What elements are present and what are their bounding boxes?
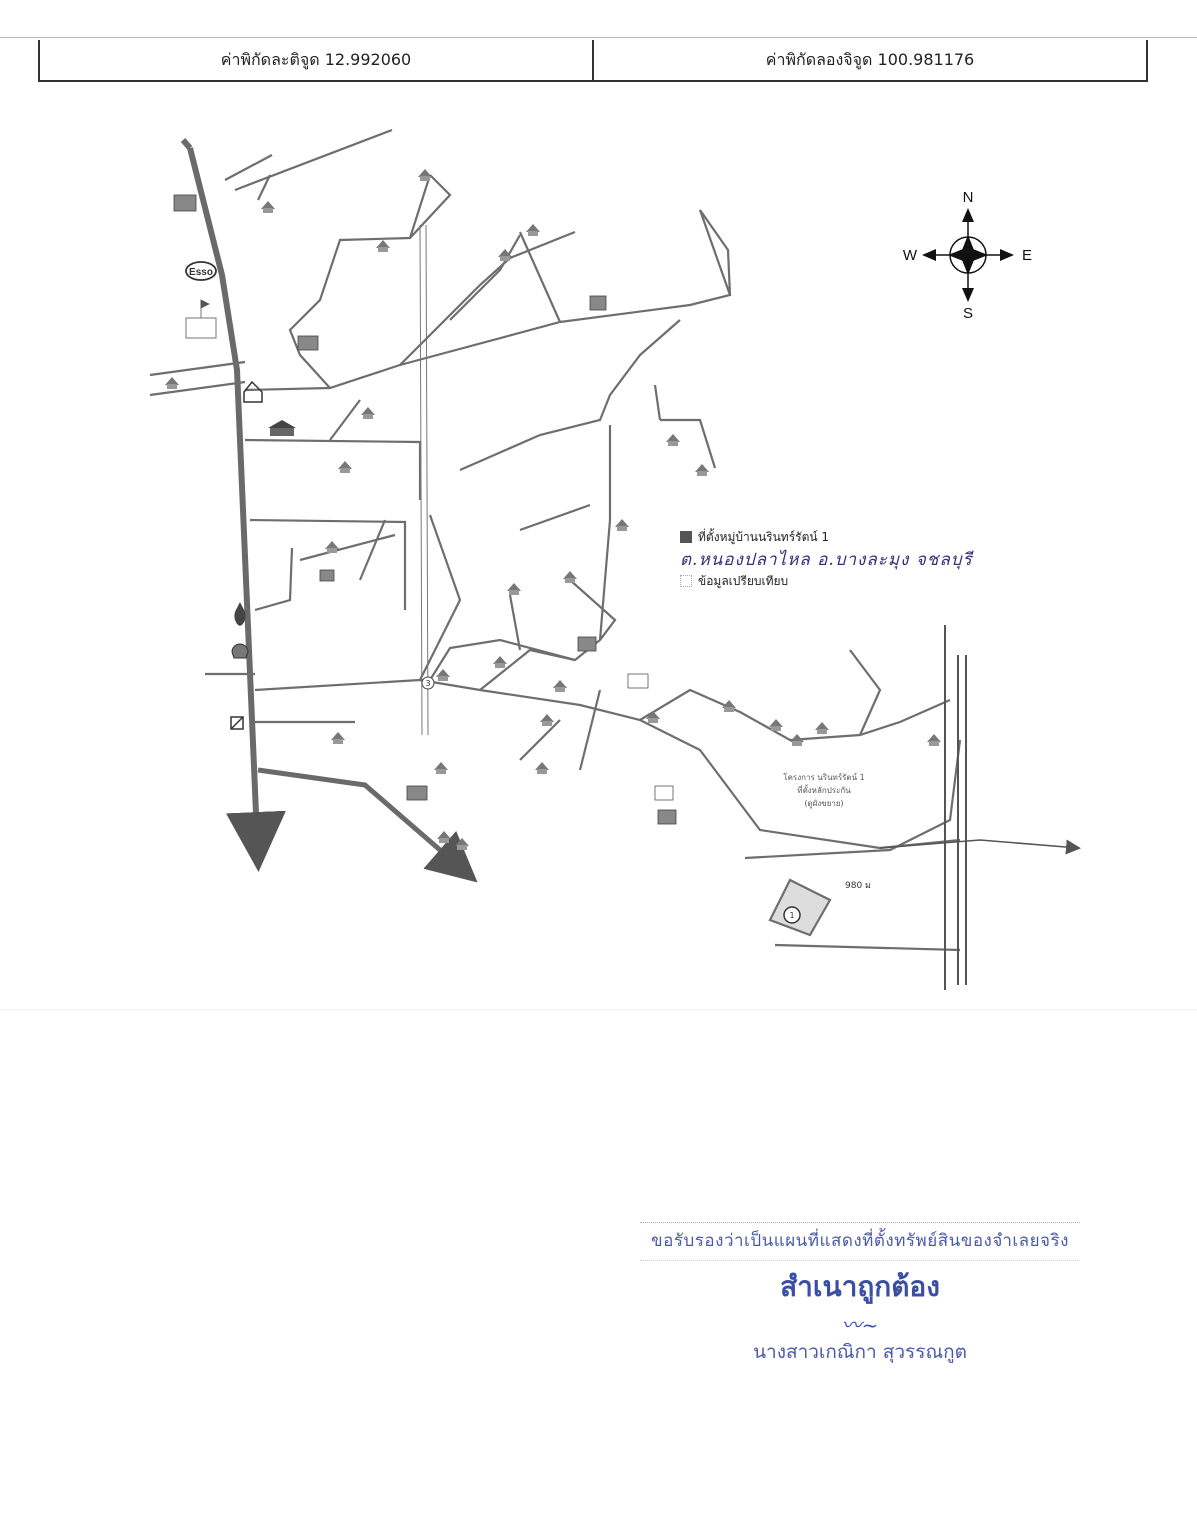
certification-stamp: ขอรับรองว่าเป็นแผนที่แสดงที่ตั้งทรัพย์สิ… <box>640 1222 1080 1367</box>
compass-east: E <box>1022 247 1032 264</box>
legend-location-swatch <box>680 531 692 543</box>
east-highway <box>944 625 967 990</box>
esso-logo: Esso <box>185 261 217 281</box>
legend-comparison-swatch <box>680 575 692 587</box>
stamp-name: นางสาวเกณิกา สุวรรณกูต <box>753 1341 967 1363</box>
junction-circle <box>421 676 435 690</box>
esso-text: Esso <box>189 267 213 278</box>
legend-comparison-row: ข้อมูลเปรียบเทียบ <box>680 572 973 590</box>
legend-location-label: ที่ตั้งหมู่บ้านนรินทร์รัตน์ 1 <box>698 529 830 544</box>
east-road <box>879 839 1081 855</box>
compass-south: S <box>963 305 973 322</box>
shell-logo <box>231 643 249 659</box>
handwritten-location: ต.หนองปลาไหล อ.บางละมุง จชลบุรี <box>680 549 973 570</box>
station-square-icon <box>230 716 244 730</box>
ptt-logo <box>234 602 246 626</box>
legend-location-row: ที่ตั้งหมู่บ้านนรินทร์รัตน์ 1 <box>680 528 973 546</box>
stamp-certify-text: ขอรับรองว่าเป็นแผนที่แสดงที่ตั้งทรัพย์สิ… <box>640 1222 1080 1261</box>
stamp-true-copy: สำเนาถูกต้อง <box>780 1270 940 1303</box>
rail-line <box>419 224 429 736</box>
legend-comparison-label: ข้อมูลเปรียบเทียบ <box>698 573 789 588</box>
village-markers <box>165 169 941 850</box>
compass-west: W <box>903 247 918 264</box>
secondary-roads <box>149 128 962 952</box>
project-caption-1: โครงการ นรินทร์รัตน์ 1 <box>783 772 864 782</box>
compass-rose: N S W E <box>903 189 1032 322</box>
subject-marker-number: 1 <box>789 911 794 920</box>
distance-label: 980 ม <box>845 881 871 891</box>
project-caption-3: (ดูผังขยาย) <box>804 799 843 809</box>
top-rule <box>0 37 1197 38</box>
stamp-signature: 〰~ <box>841 1313 879 1337</box>
map-legend: ที่ตั้งหมู่บ้านนรินทร์รัตน์ 1 ต.หนองปลาไ… <box>680 528 973 590</box>
latitude-cell: ค่าพิกัดละติจูด 12.992060 <box>220 49 412 69</box>
coordinate-bar: ค่าพิกัดละติจูด 12.992060 ค่าพิกัดลองจิจ… <box>38 40 1148 82</box>
junction-number: 3 <box>425 679 430 688</box>
bank-icon <box>268 420 296 436</box>
south-branch-road <box>257 767 478 883</box>
school-icons <box>185 299 674 801</box>
compass-north: N <box>963 189 974 206</box>
temple-icons <box>173 194 677 825</box>
project-caption-2: ที่ตั้งหลักประกัน <box>797 784 851 795</box>
subject-marker <box>783 906 801 924</box>
house-outline-icon <box>243 380 263 403</box>
longitude-cell: ค่าพิกัดลองจิจูด 100.981176 <box>592 40 1146 80</box>
main-highway <box>180 138 286 872</box>
